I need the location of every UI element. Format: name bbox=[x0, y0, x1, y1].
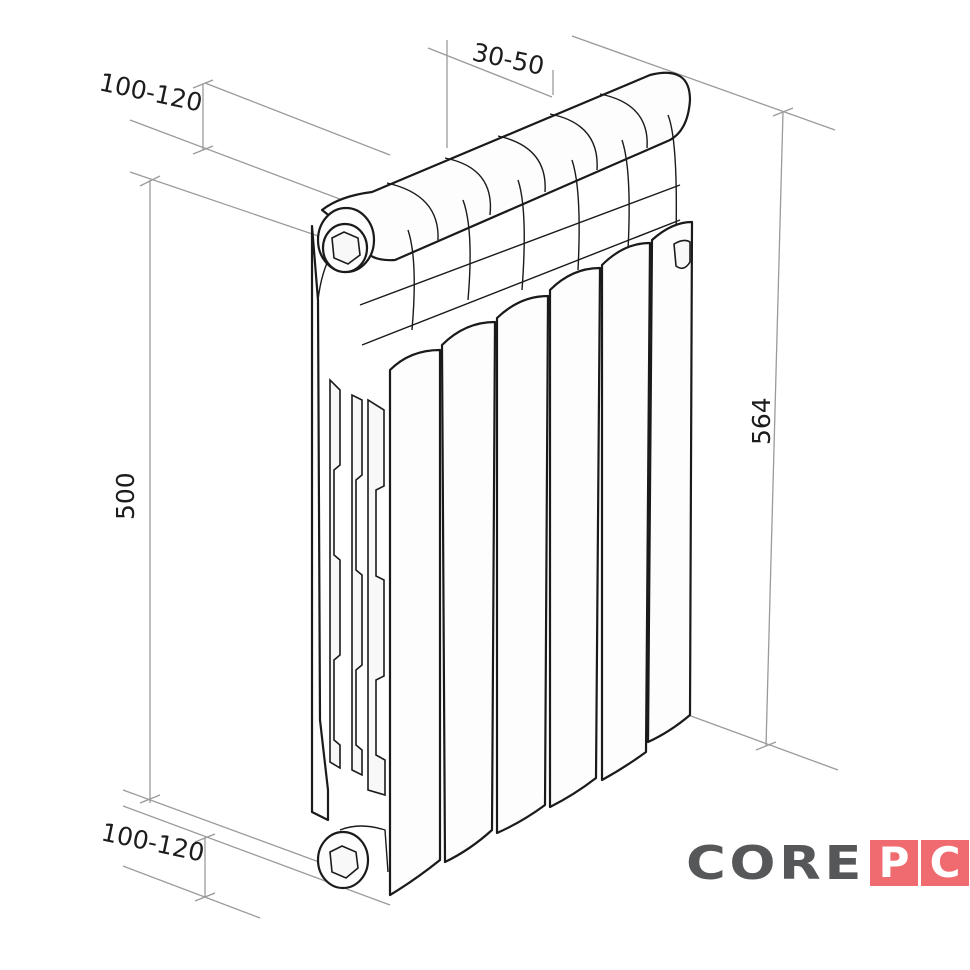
dim-top-depth: 100-120 bbox=[97, 68, 205, 118]
dim-total-height: 564 bbox=[747, 397, 776, 445]
dim-bottom-depth: 100-120 bbox=[99, 818, 207, 868]
dim-section-pitch: 30-50 bbox=[470, 38, 547, 81]
dim-center-distance: 500 bbox=[111, 472, 140, 520]
logo-box-c: C bbox=[921, 840, 969, 886]
corepc-logo: CORE P C bbox=[686, 840, 969, 886]
dimension-lines bbox=[122, 35, 839, 919]
brand-badge-icon bbox=[673, 239, 691, 270]
radiator-body bbox=[310, 71, 694, 897]
logo-box-p: P bbox=[870, 840, 918, 886]
logo-core-text: CORE bbox=[686, 836, 866, 890]
